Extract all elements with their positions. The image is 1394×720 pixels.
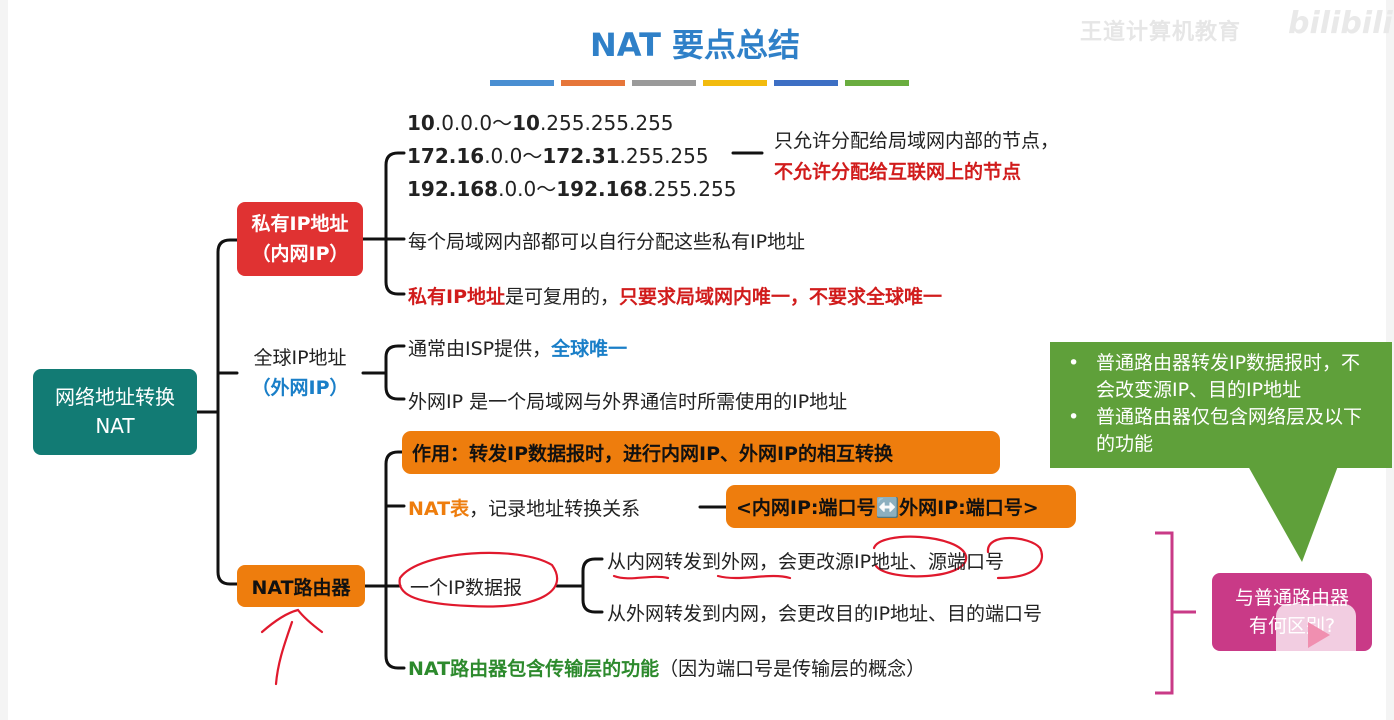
root-label-line2: NAT: [95, 414, 135, 438]
ip-range-2: 172.16.0.0～172.31.255.255: [407, 144, 709, 168]
callout-bullet-1: 普通路由器转发IP数据报时，不会改变源IP、目的IP地址: [1066, 350, 1378, 404]
public-ip-label-line1: 全球IP地址: [253, 347, 347, 369]
ordinary-router-callout: 普通路由器转发IP数据报时，不会改变源IP、目的IP地址 普通路由器仅包含网络层…: [1050, 342, 1392, 468]
private-ip-label-line2: （内网IP）: [251, 243, 349, 265]
play-icon[interactable]: [1276, 604, 1356, 666]
callout-bullet-2: 普通路由器仅包含网络层及以下的功能: [1066, 404, 1378, 458]
private-point-reuse-alloc: 每个局域网内部都可以自行分配这些私有IP地址: [408, 231, 806, 253]
title-underline-segment: [703, 80, 767, 86]
question-line1: 与普通路由器: [1234, 587, 1349, 609]
title-underline-segment: [490, 80, 554, 86]
title-underline-segment: [561, 80, 625, 86]
title-underline-segment: [774, 80, 838, 86]
nat-table-format-text: <内网IP:端口号↔️外网IP:端口号>: [736, 497, 1039, 519]
private-ip-label-line1: 私有IP地址: [251, 213, 349, 235]
outbound-translation: 从内网转发到外网，会更改源IP地址、源端口号: [607, 551, 1005, 573]
nat-function-pill: 作用：转发IP数据报时，进行内网IP、外网IP的相互转换: [402, 431, 1000, 474]
nat-router-node: NAT路由器: [237, 565, 365, 607]
nat-transport-layer: NAT路由器包含传输层的功能（因为端口号是传输层的概念）: [408, 658, 926, 680]
private-note-line1: 只允许分配给局域网内部的节点，: [774, 130, 1060, 152]
ip-range-3: 192.168.0.0～192.168.255.255: [407, 177, 737, 201]
ip-range-1: 10.0.0.0～10.255.255.255: [407, 111, 674, 135]
inbound-translation: 从外网转发到内网，会更改目的IP地址、目的端口号: [607, 603, 1043, 625]
public-point-isp: 通常由ISP提供，全球唯一: [408, 338, 628, 360]
public-ip-label-line2: （外网IP）: [251, 377, 349, 399]
title-underline-segment: [845, 80, 909, 86]
watermark-left: 王道计算机教育: [1080, 20, 1242, 45]
root-node: 网络地址转换 NAT: [33, 369, 197, 455]
public-point-usage: 外网IP 是一个局域网与外界通信时所需使用的IP地址: [408, 391, 848, 413]
public-ip-node: 全球IP地址 （外网IP）: [237, 336, 363, 410]
title-underline-segment: [632, 80, 696, 86]
nat-table-format-pill: <内网IP:端口号↔️外网IP:端口号>: [726, 485, 1076, 528]
datagram-label: 一个IP数据报: [410, 577, 523, 599]
private-note-line2: 不允许分配给互联网上的节点: [774, 161, 1022, 183]
root-label-line1: 网络地址转换: [55, 385, 175, 409]
nat-router-label: NAT路由器: [251, 576, 351, 599]
page-title: NAT 要点总结: [590, 26, 801, 64]
nat-table-desc: NAT表，记录地址转换关系: [408, 498, 641, 520]
nat-function-text: 作用：转发IP数据报时，进行内网IP、外网IP的相互转换: [412, 443, 893, 465]
private-ip-node: 私有IP地址 （内网IP）: [237, 202, 363, 276]
watermark-bilibili: bilibili: [1288, 6, 1393, 41]
private-point-reusable: 私有IP地址是可复用的，只要求局域网内唯一，不要求全球唯一: [408, 286, 943, 308]
